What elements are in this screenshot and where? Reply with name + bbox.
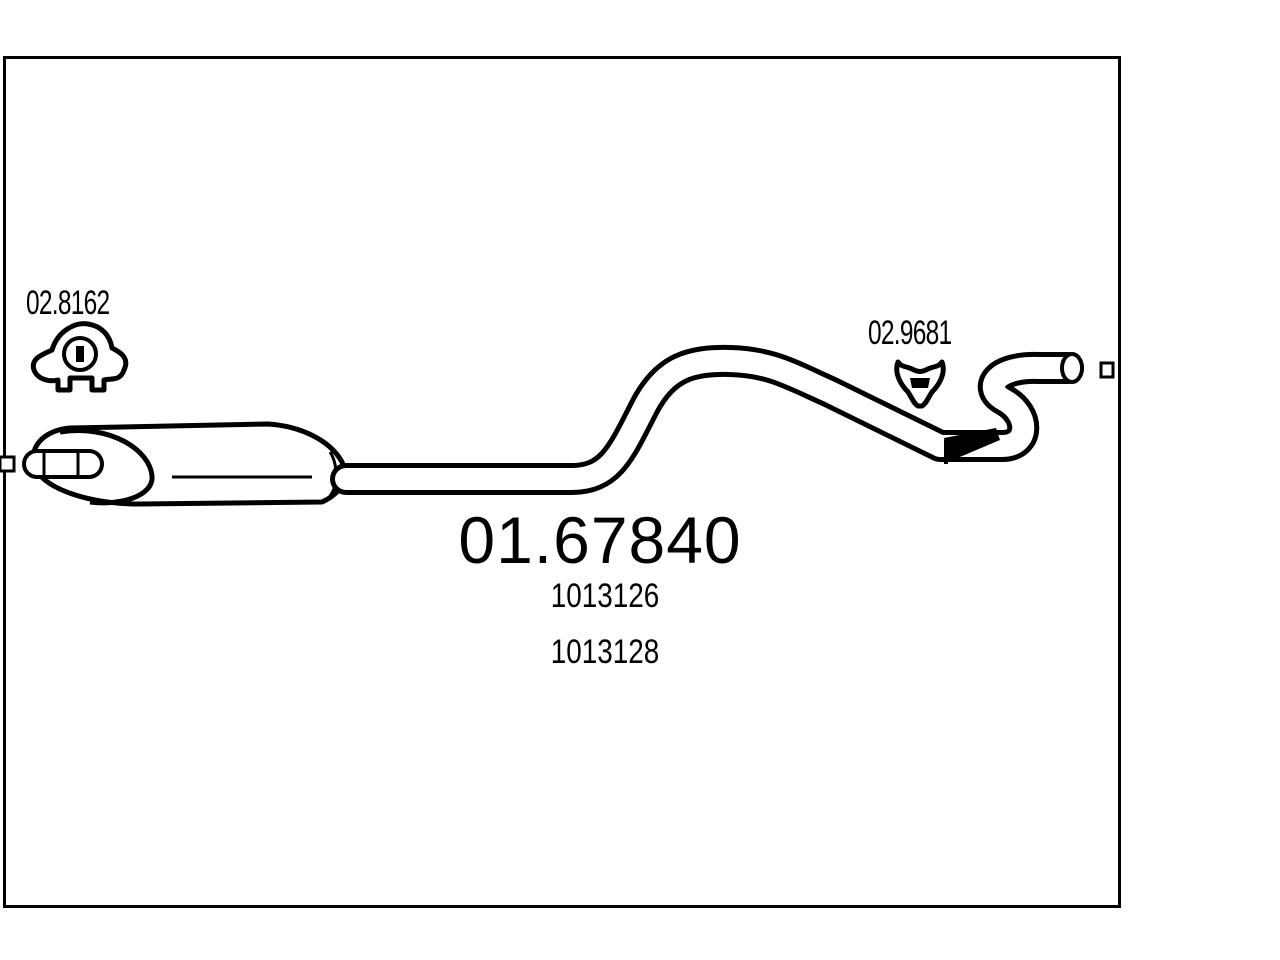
oe-reference-1: 1013126	[550, 577, 660, 615]
diagram-frame	[3, 56, 1121, 908]
outlet-connector-icon	[1099, 361, 1115, 379]
clamp-right-label: 02.9681	[868, 314, 952, 352]
silencer-icon	[22, 421, 347, 507]
rubber-hanger-left-icon	[30, 321, 129, 393]
oe-reference-2: 1013128	[550, 633, 660, 671]
inlet-connector-icon	[0, 455, 16, 473]
part-number: 01.67840	[458, 503, 742, 577]
clamp-left-label: 02.8162	[26, 284, 110, 322]
rubber-hanger-right-icon	[894, 359, 946, 409]
tailpipe-icon	[330, 344, 1084, 495]
